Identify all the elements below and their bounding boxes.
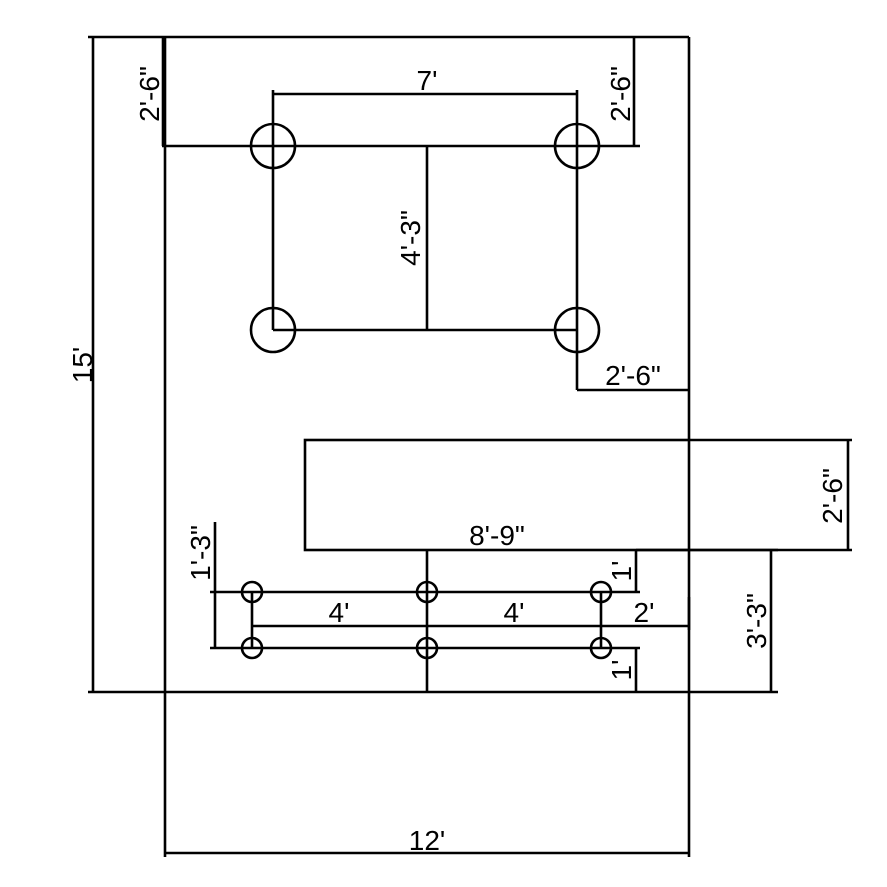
dim-overall-width: 12' bbox=[165, 825, 689, 856]
small-bolt-circle bbox=[240, 636, 264, 660]
bolt-to-edge-label: 2'-6" bbox=[605, 360, 661, 391]
bolt-spacing-vertical-label: 4'-3" bbox=[395, 210, 426, 266]
small-bolt-pattern: 1'-3" 4' 4' 2' 1' 1' 3'-3" bbox=[185, 522, 778, 692]
small-bolt-circle bbox=[415, 636, 439, 660]
bolt-spacing-horizontal-label: 7' bbox=[417, 65, 438, 96]
dim-top-offsets: 2'-6" 2'-6" bbox=[134, 37, 640, 148]
small-row-spacing-label: 1'-3" bbox=[185, 525, 216, 581]
top-offset-right-label: 2'-6" bbox=[605, 66, 636, 122]
dim-overall-height: 15' bbox=[67, 35, 165, 692]
small-bolt-circle bbox=[415, 580, 439, 604]
small-bottom-gap-label: 1' bbox=[606, 660, 637, 681]
top-offset-left-label: 2'-6" bbox=[134, 66, 165, 122]
large-bolt-pattern: 7' 4'-3" 2'-6" bbox=[249, 65, 689, 392]
small-group-height-label: 3'-3" bbox=[741, 593, 772, 649]
small-top-gap-label: 1' bbox=[606, 561, 637, 582]
small-bolt-circle bbox=[589, 580, 613, 604]
overall-width-label: 12' bbox=[409, 825, 446, 856]
box: 2'-6" 8'-9" bbox=[303, 438, 852, 552]
box-height-label: 2'-6" bbox=[817, 468, 848, 524]
small-spacing-right-label: 4' bbox=[504, 597, 525, 628]
outline bbox=[88, 35, 778, 857]
small-spacing-left-label: 4' bbox=[329, 597, 350, 628]
box-width-label: 8'-9" bbox=[469, 520, 525, 551]
overall-height-label: 15' bbox=[67, 347, 98, 384]
small-to-edge-label: 2' bbox=[634, 597, 655, 628]
small-bolt-circle bbox=[589, 636, 613, 660]
small-bolt-circle bbox=[240, 580, 264, 604]
